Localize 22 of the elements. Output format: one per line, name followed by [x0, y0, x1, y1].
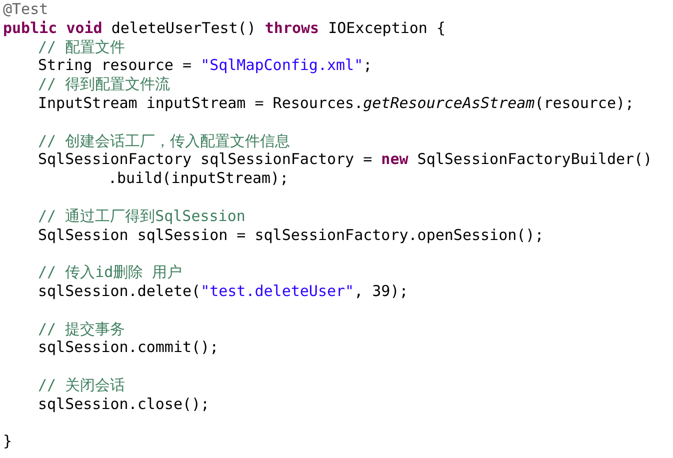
code-text: sqlSession.commit();: [38, 338, 219, 356]
code-text: sqlSession.close();: [38, 394, 210, 413]
code-comment: // 配置文件: [38, 38, 126, 56]
string-literal: "SqlMapConfig.xml": [200, 56, 364, 74]
code-comment: // 传入id删除 用户: [38, 263, 182, 282]
code-text: InputStream inputStream = Resources.getResourceAsStream(resource);: [38, 94, 634, 112]
code-comment: // 通过工厂得到SqlSession: [38, 206, 246, 225]
code-comment: // 关闭会话: [38, 376, 126, 394]
code-text: sqlSession.delete(: [38, 282, 201, 300]
string-literal: "test.deleteUser": [200, 282, 354, 300]
code-text: String resource =: [38, 56, 193, 74]
code-text: SqlSession sqlSession = sqlSessionFactory.openSession();: [38, 226, 544, 244]
code-comment: // 提交事务: [38, 320, 126, 338]
code-text: SqlSessionFactory sqlSessionFactory = new SqlSessionFactoryBuilder(): [38, 150, 652, 168]
code-comment: // 创建会话工厂，传入配置文件信息: [38, 132, 290, 150]
code-text: ;: [363, 56, 372, 74]
code-text: }: [3, 432, 12, 450]
code-comment: // 得到配置文件流: [38, 75, 170, 94]
annotation-text: @Test: [3, 0, 48, 18]
code-text: public void deleteUserTest() throws IOException {: [3, 18, 446, 37]
code-text: , 39);: [354, 282, 408, 300]
code-text: .build(inputStream);: [108, 169, 289, 188]
